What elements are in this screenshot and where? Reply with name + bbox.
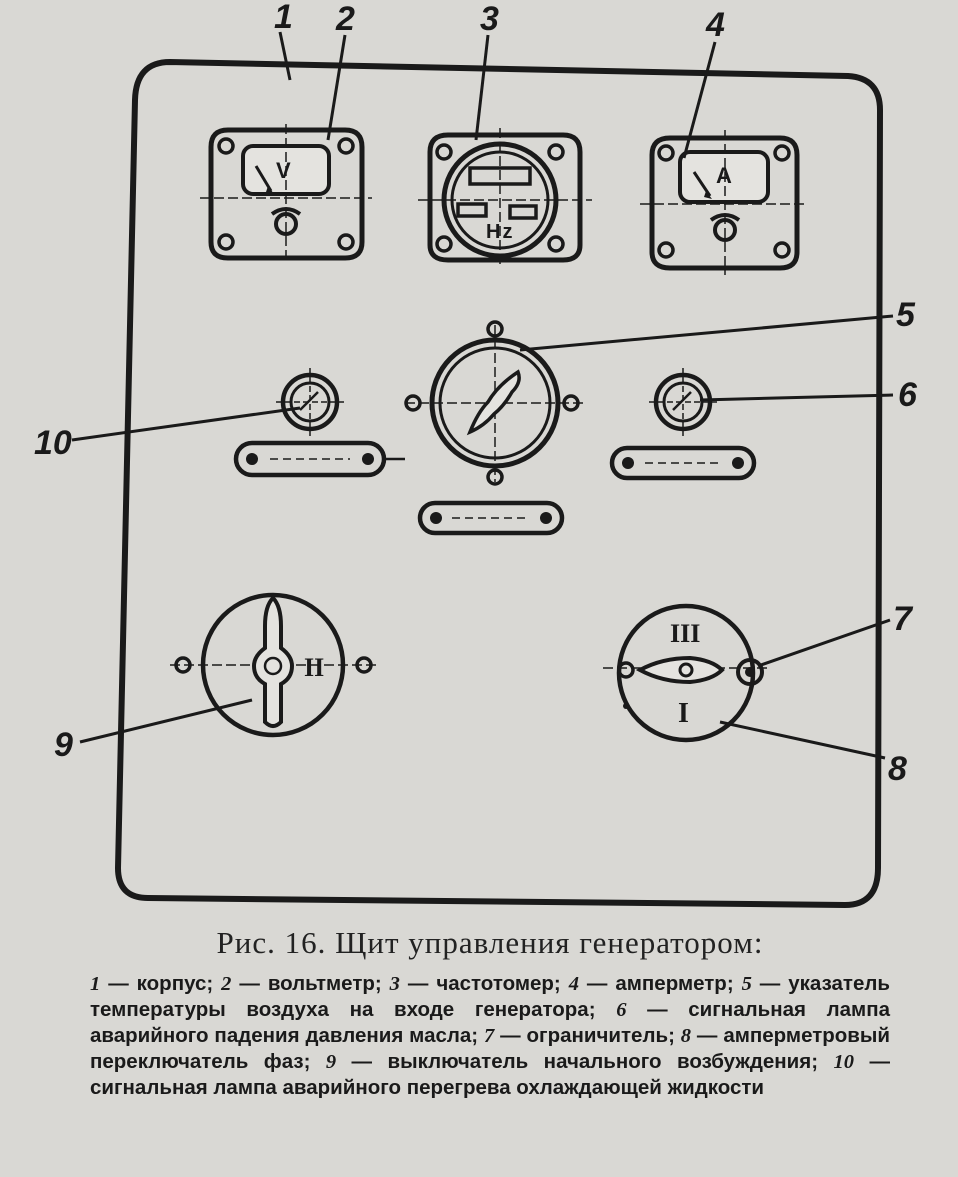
legend-text: амперметровый переключатель фаз; xyxy=(90,1024,891,1073)
callout-4: 4 xyxy=(705,6,725,44)
voltmeter-label: V xyxy=(276,158,291,183)
legend-number: 1 xyxy=(90,973,101,995)
ammeter-phase-switch: III I xyxy=(603,603,770,743)
legend-text: ограничитель; xyxy=(526,1024,675,1047)
legend-number: 9 xyxy=(325,1051,337,1073)
callout-8: 8 xyxy=(888,750,907,788)
coolant-overheat-signal-lamp xyxy=(276,368,344,436)
legend-text: корпус; xyxy=(136,972,214,995)
nameplate-right xyxy=(609,445,757,481)
legend-number: 8 xyxy=(680,1025,692,1047)
caption-legend: 1 — корпус; 2 — вольтметр; 3 — частотоме… xyxy=(90,972,891,1099)
legend-text: вольтметр; xyxy=(267,972,382,995)
phase-switch-position-bottom: I xyxy=(678,698,689,729)
callout-5: 5 xyxy=(896,296,916,334)
voltmeter: V xyxy=(200,124,372,262)
callout-10: 10 xyxy=(34,424,72,462)
callout-6: 6 xyxy=(898,376,918,414)
legend-number: 3 xyxy=(389,973,400,995)
legend-text: частотомер; xyxy=(436,972,561,995)
nameplate-left xyxy=(233,440,405,478)
excitation-switch-position: II xyxy=(304,653,324,682)
phase-switch-position-top: III xyxy=(670,619,700,648)
callout-1: 1 xyxy=(274,0,293,36)
figure-caption: Рис. 16. Щит управления генератором: 1 —… xyxy=(90,925,890,1100)
callout-7: 7 xyxy=(893,600,914,638)
callout-3: 3 xyxy=(480,0,499,38)
initial-excitation-switch: II xyxy=(170,592,378,738)
panel-housing xyxy=(114,58,884,909)
ammeter: A xyxy=(640,130,808,275)
ammeter-label: A xyxy=(716,163,732,188)
frequency-meter: Hz xyxy=(418,128,592,268)
legend-number: 2 xyxy=(221,973,232,995)
legend-text: указатель температуры воздуха на входе г… xyxy=(90,972,890,1021)
callout-9: 9 xyxy=(54,726,73,764)
caption-title: Рис. 16. Щит управления генератором: xyxy=(216,925,764,960)
legend-number: 10 xyxy=(833,1051,855,1073)
legend-text: выключатель начального возбуждения; xyxy=(387,1050,819,1073)
legend-number: 5 xyxy=(741,973,752,995)
legend-text: сигнальная лампа аварийного перегрева ох… xyxy=(90,1076,765,1099)
frequency-meter-label: Hz xyxy=(486,221,514,243)
leader-lines xyxy=(71,31,894,760)
callout-2: 2 xyxy=(335,0,355,38)
legend-number: 4 xyxy=(568,973,579,995)
generator-control-panel-diagram: V Hz A xyxy=(34,0,918,909)
nameplate-center xyxy=(417,500,565,536)
legend-number: 7 xyxy=(484,1025,495,1047)
legend-text: сигнальная лампа аварийного падения давл… xyxy=(90,998,890,1047)
limiter xyxy=(736,658,764,686)
air-temperature-indicator xyxy=(404,320,585,486)
legend-number: 6 xyxy=(616,999,627,1021)
oil-pressure-signal-lamp xyxy=(649,368,717,436)
legend-text: амперметр; xyxy=(615,972,734,995)
